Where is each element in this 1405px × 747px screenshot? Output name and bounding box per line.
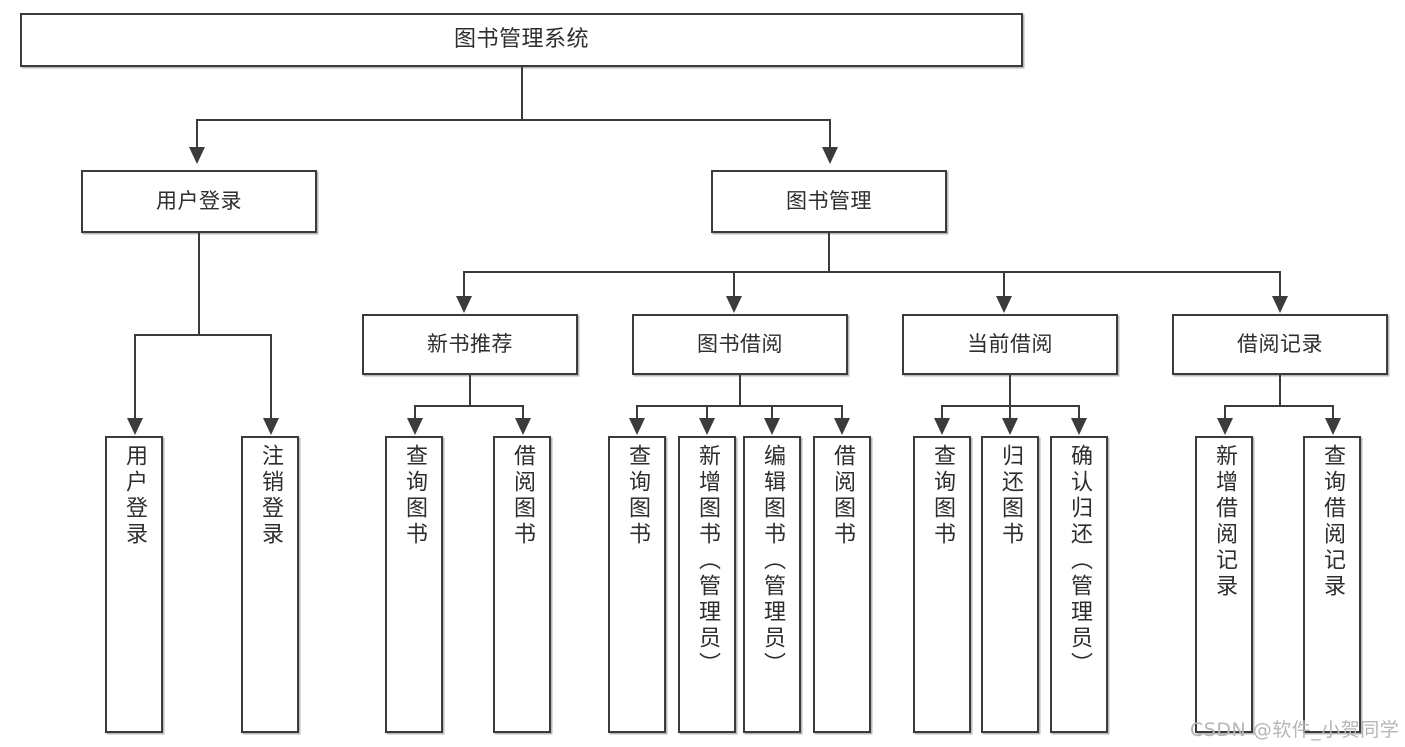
connector-user-login-bar <box>134 334 272 336</box>
connector-user-login-drop-2 <box>270 334 272 419</box>
arrowhead-leaf-edit-book <box>764 418 780 435</box>
node-leaf-borrow-book-2[interactable]: 借阅图书 <box>813 436 871 733</box>
node-label: 编辑图书（管理员） <box>760 444 785 678</box>
node-label: 用户登录 <box>122 444 147 548</box>
arrowhead-to-book-manage <box>822 147 838 164</box>
connector-cb-stem <box>1009 375 1011 406</box>
arrowhead-to-user-login <box>189 147 205 164</box>
node-root-system[interactable]: 图书管理系统 <box>20 13 1023 67</box>
connector-root-drop-right <box>829 119 831 148</box>
connector-cb-drop-2 <box>1009 405 1011 419</box>
connector-cb-drop-3 <box>1078 405 1080 419</box>
node-borrow-record[interactable]: 借阅记录 <box>1172 314 1388 375</box>
node-leaf-query-book-3[interactable]: 查询图书 <box>913 436 971 733</box>
node-new-book-recommend[interactable]: 新书推荐 <box>362 314 578 375</box>
arrowhead-leaf-query-book-3 <box>934 418 950 435</box>
node-label: 确认归还（管理员） <box>1067 444 1092 678</box>
node-label: 当前借阅 <box>967 332 1053 357</box>
arrowhead-leaf-add-record <box>1217 418 1233 435</box>
node-book-borrow[interactable]: 图书借阅 <box>632 314 848 375</box>
node-label: 查询图书 <box>402 444 427 548</box>
connector-root-bar <box>196 119 830 121</box>
connector-root-drop-left <box>196 119 198 148</box>
connector-book-manage-bar <box>463 271 1281 273</box>
node-label: 新书推荐 <box>427 332 513 357</box>
node-label: 归还图书 <box>998 444 1023 548</box>
node-leaf-borrow-book-1[interactable]: 借阅图书 <box>493 436 551 733</box>
node-label: 图书管理 <box>786 189 872 214</box>
node-leaf-user-logout[interactable]: 注销登录 <box>241 436 299 733</box>
node-label: 图书管理系统 <box>453 27 589 53</box>
connector-bb-drop-2 <box>706 405 708 419</box>
node-leaf-query-book-1[interactable]: 查询图书 <box>385 436 443 733</box>
connector-book-manage-drop-2 <box>733 271 735 297</box>
node-label: 借阅图书 <box>830 444 855 548</box>
connector-cb-drop-1 <box>941 405 943 419</box>
node-book-manage[interactable]: 图书管理 <box>711 170 947 233</box>
node-leaf-query-record[interactable]: 查询借阅记录 <box>1303 436 1361 733</box>
node-leaf-edit-book[interactable]: 编辑图书（管理员） <box>743 436 801 733</box>
connector-book-manage-drop-1 <box>463 271 465 297</box>
node-leaf-return-book[interactable]: 归还图书 <box>981 436 1039 733</box>
node-label: 查询图书 <box>930 444 955 548</box>
node-user-login[interactable]: 用户登录 <box>81 170 317 233</box>
connector-bb-bar <box>636 405 843 407</box>
node-label: 借阅图书 <box>510 444 535 548</box>
connector-br-stem <box>1279 375 1281 406</box>
connector-bb-drop-3 <box>771 405 773 419</box>
node-label: 图书借阅 <box>697 332 783 357</box>
node-leaf-confirm-return[interactable]: 确认归还（管理员） <box>1050 436 1108 733</box>
connector-nbr-stem <box>469 375 471 406</box>
node-label: 注销登录 <box>258 444 283 548</box>
connector-br-bar <box>1224 405 1334 407</box>
node-label: 查询图书 <box>625 444 650 548</box>
arrowhead-leaf-user-logout <box>263 418 279 435</box>
node-label: 用户登录 <box>156 189 242 214</box>
connector-root-stem <box>521 67 523 120</box>
connector-nbr-bar <box>414 405 524 407</box>
arrowhead-leaf-return-book <box>1002 418 1018 435</box>
arrowhead-leaf-confirm-return <box>1071 418 1087 435</box>
arrowhead-leaf-query-book-2 <box>629 418 645 435</box>
arrowhead-leaf-query-record <box>1325 418 1341 435</box>
node-leaf-user-login[interactable]: 用户登录 <box>105 436 163 733</box>
node-label: 查询借阅记录 <box>1320 444 1345 600</box>
arrowhead-leaf-borrow-book-2 <box>834 418 850 435</box>
watermark-text: CSDN @软件_小贺同学 <box>1190 719 1400 741</box>
arrowhead-leaf-user-login <box>127 418 143 435</box>
connector-br-drop-1 <box>1224 405 1226 419</box>
node-label: 新增图书（管理员） <box>695 444 720 678</box>
connector-nbr-drop-2 <box>522 405 524 419</box>
arrowhead-leaf-add-book <box>699 418 715 435</box>
node-label: 新增借阅记录 <box>1212 444 1237 600</box>
node-leaf-query-book-2[interactable]: 查询图书 <box>608 436 666 733</box>
connector-bb-stem <box>739 375 741 406</box>
node-current-borrow[interactable]: 当前借阅 <box>902 314 1118 375</box>
connector-bb-drop-4 <box>841 405 843 419</box>
node-leaf-add-record[interactable]: 新增借阅记录 <box>1195 436 1253 733</box>
connector-bb-drop-1 <box>636 405 638 419</box>
connector-user-login-stem <box>198 233 200 335</box>
node-leaf-add-book[interactable]: 新增图书（管理员） <box>678 436 736 733</box>
connector-book-manage-drop-3 <box>1003 271 1005 297</box>
arrowhead-borrow-record <box>1272 296 1288 313</box>
connector-nbr-drop-1 <box>414 405 416 419</box>
arrowhead-leaf-borrow-book-1 <box>515 418 531 435</box>
arrowhead-new-book-recommend <box>456 296 472 313</box>
node-label: 借阅记录 <box>1237 332 1323 357</box>
connector-book-manage-drop-4 <box>1279 271 1281 297</box>
connector-br-drop-2 <box>1332 405 1334 419</box>
arrowhead-book-borrow <box>726 296 742 313</box>
connector-user-login-drop-1 <box>134 334 136 419</box>
connector-book-manage-stem <box>828 233 830 272</box>
arrowhead-current-borrow <box>996 296 1012 313</box>
arrowhead-leaf-query-book-1 <box>407 418 423 435</box>
